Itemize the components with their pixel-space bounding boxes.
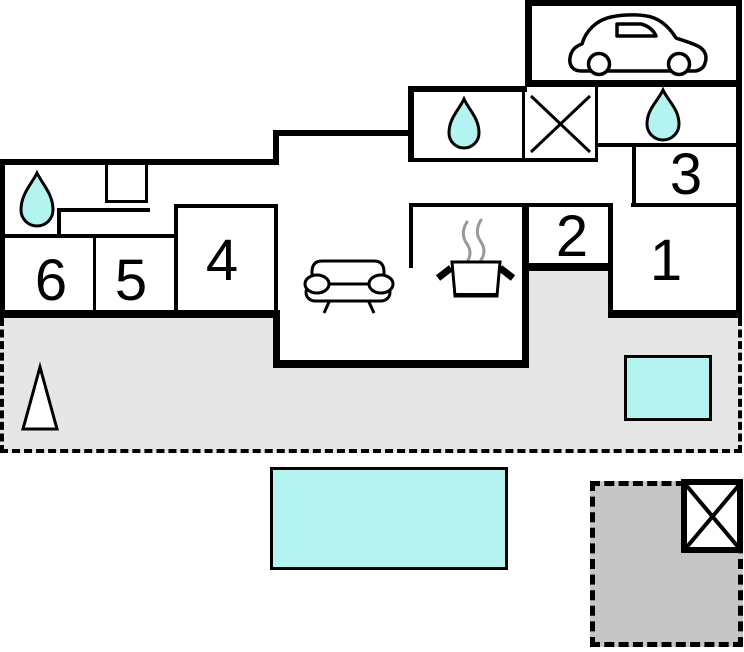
room-3-label: 3 bbox=[669, 142, 703, 207]
swimming-pool bbox=[270, 467, 508, 570]
wall-droproom-bottom bbox=[595, 143, 742, 147]
wall-left-top bbox=[0, 159, 279, 165]
wall-living-bottom bbox=[273, 360, 529, 368]
wall-bath-bottom bbox=[408, 158, 598, 162]
wall-step-vertical bbox=[273, 130, 279, 165]
wall-midbath-top bbox=[408, 86, 527, 92]
wall-kitchen-divider bbox=[409, 203, 413, 268]
wall-corridor-a bbox=[522, 203, 613, 207]
wall-hall-vert bbox=[57, 208, 61, 238]
wall-hall bbox=[57, 208, 150, 212]
water-drop-icon bbox=[19, 169, 55, 228]
wall-notch-right bbox=[145, 162, 148, 203]
wall-living-right bbox=[522, 203, 529, 368]
wall-room4-top bbox=[174, 204, 278, 208]
terrace-recess bbox=[529, 270, 613, 318]
room-4-label: 4 bbox=[205, 228, 239, 293]
wall-room1-bottom bbox=[608, 310, 742, 318]
water-drop-icon bbox=[645, 86, 681, 142]
wall-div-room5-4 bbox=[174, 207, 178, 314]
wall-notch-bottom bbox=[105, 200, 148, 203]
room-5-label: 5 bbox=[114, 248, 148, 313]
crossed-box-icon bbox=[529, 94, 592, 154]
room-1-label: 1 bbox=[649, 228, 683, 293]
room-6-label: 6 bbox=[34, 248, 68, 313]
wall-midbath-left bbox=[408, 86, 414, 162]
wall-room1-left bbox=[608, 203, 613, 318]
wall-room4-right bbox=[274, 207, 278, 314]
wall-corridor-b bbox=[631, 203, 742, 207]
cooking-pot-icon bbox=[435, 218, 516, 298]
wall-outer-left bbox=[0, 159, 5, 318]
wall-room2-bottom bbox=[522, 263, 613, 271]
wall-div-room5-6 bbox=[93, 237, 96, 314]
wall-room3-left bbox=[632, 147, 636, 207]
wall-outer-right bbox=[736, 0, 742, 318]
wall-xbox-right bbox=[595, 87, 598, 162]
wall-garage-bottom bbox=[525, 80, 742, 87]
water-drop-icon bbox=[447, 95, 481, 150]
living-room-floor bbox=[273, 300, 529, 362]
patio-area bbox=[590, 481, 743, 647]
wall-xbox-left bbox=[522, 87, 525, 159]
small-pool bbox=[624, 355, 712, 421]
room-2-label: 2 bbox=[555, 204, 589, 269]
car-icon bbox=[568, 13, 708, 77]
wall-garage-left bbox=[525, 0, 532, 86]
wall-living-left-vert bbox=[273, 310, 280, 367]
wall-notch-left bbox=[105, 162, 108, 203]
wall-garage-top bbox=[525, 0, 742, 6]
wall-rooms-top bbox=[0, 234, 177, 238]
wall-bottom-left bbox=[0, 310, 279, 318]
wall-kitchen-top bbox=[409, 203, 522, 207]
wall-top-middle bbox=[276, 130, 411, 136]
